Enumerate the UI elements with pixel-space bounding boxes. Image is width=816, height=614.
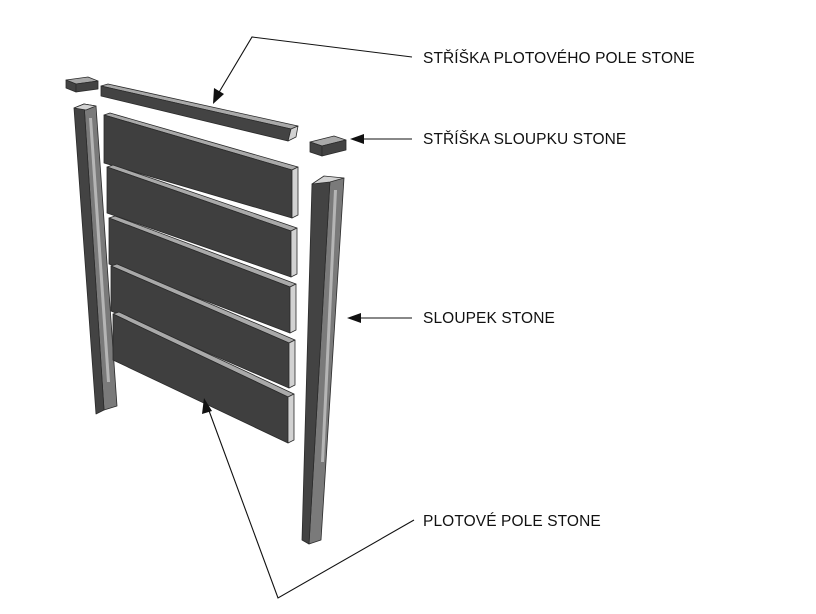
fence-boards (103, 112, 299, 444)
leader-panel (202, 398, 415, 599)
right-post-cap (309, 135, 347, 157)
left-post (73, 103, 118, 415)
label-post-cap: STŘÍŠKA SLOUPKU STONE (423, 131, 626, 148)
board-2 (106, 164, 298, 278)
label-post: SLOUPEK STONE (423, 310, 555, 327)
leader-post-cap (350, 134, 412, 144)
right-post-top (311, 175, 345, 185)
leader-post (347, 313, 412, 323)
board-1 (103, 112, 299, 219)
left-post-groove (89, 118, 110, 382)
right-post-groove (321, 190, 337, 462)
board-3 (108, 215, 297, 334)
left-post-cap (65, 76, 99, 93)
board-5 (112, 311, 295, 444)
label-panel-cap: STŘÍŠKA PLOTOVÉHO POLE STONE (423, 50, 695, 67)
leader-panel-cap (213, 36, 413, 104)
panel-cap-rail (100, 83, 299, 142)
right-post (301, 175, 345, 545)
board-4 (110, 263, 296, 389)
left-post-top (73, 103, 97, 111)
label-panel: PLOTOVÉ POLE STONE (423, 513, 601, 530)
